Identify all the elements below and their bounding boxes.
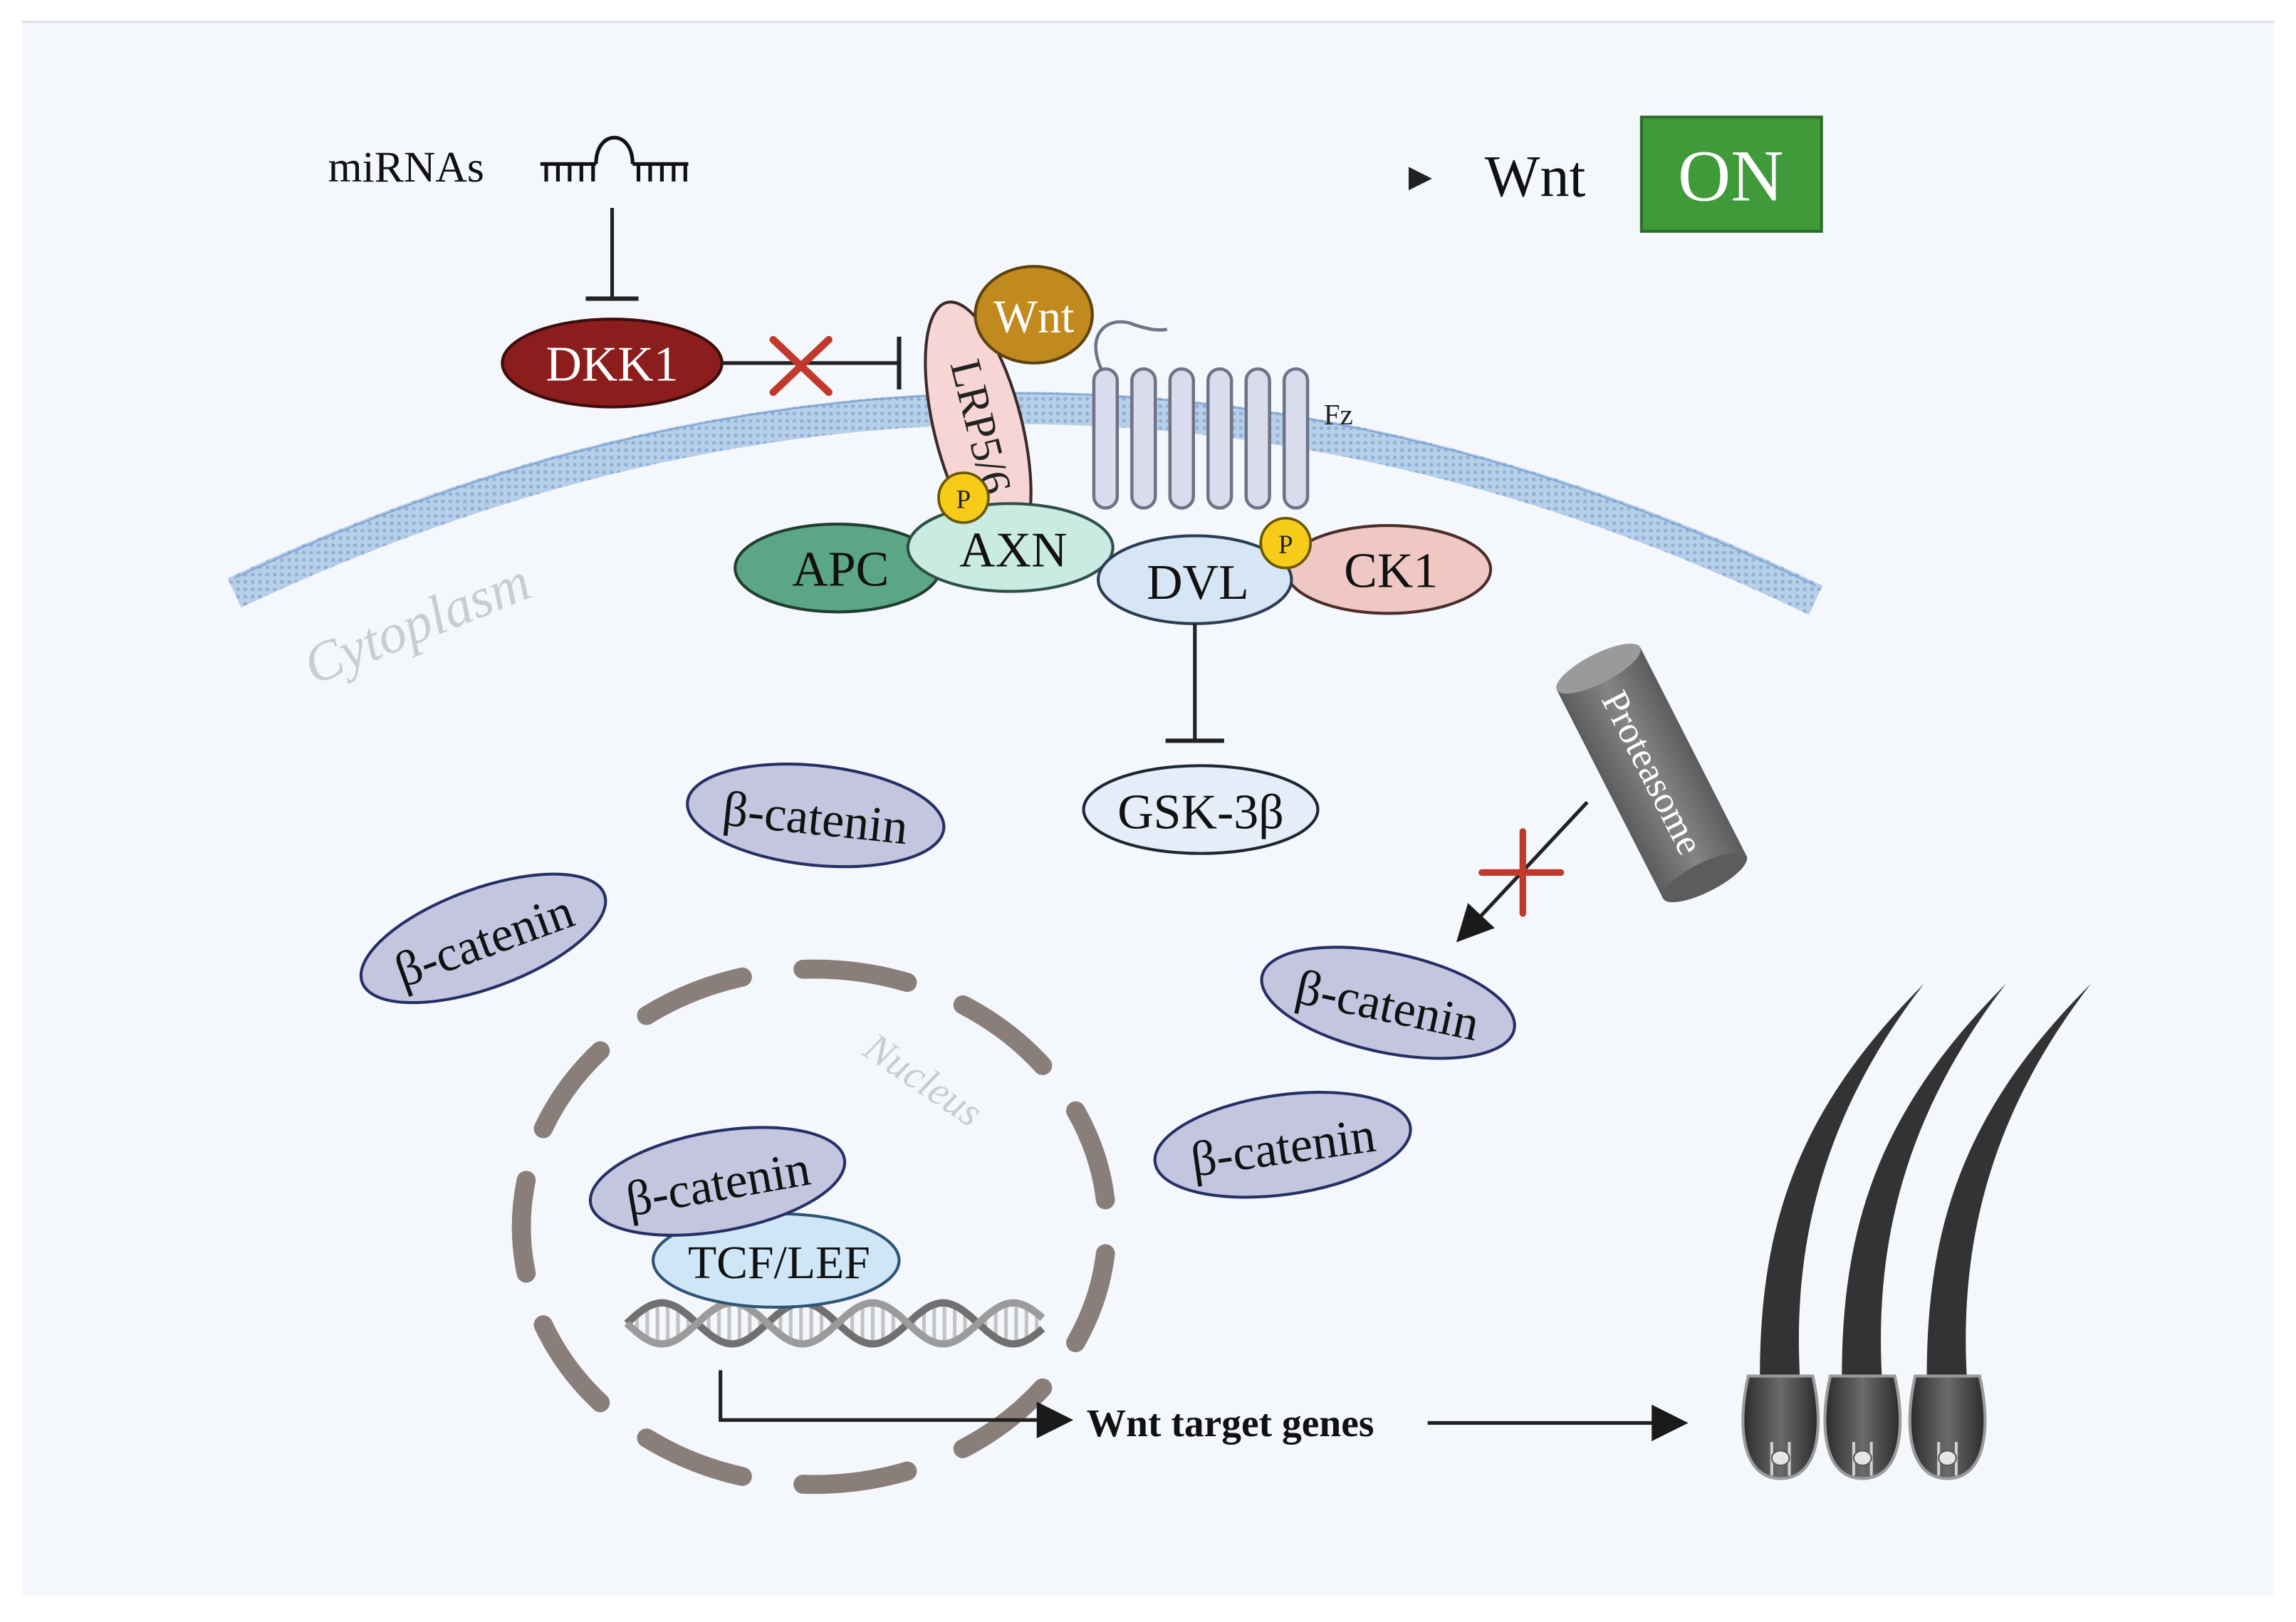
wnt-ligand-label: Wnt	[993, 291, 1074, 343]
blocked-cross-icon	[1478, 828, 1565, 917]
on-badge-label: ON	[1678, 136, 1783, 217]
gsk3b-label: GSK-3β	[1117, 785, 1284, 840]
axn-label: AXN	[959, 523, 1067, 578]
dkk1-label: DKK1	[546, 338, 678, 392]
mirnas-label: miRNAs	[328, 143, 484, 192]
hair-follicle	[1908, 983, 2092, 1480]
dvl-label: DVL	[1147, 555, 1249, 610]
target-genes-label: Wnt target genes	[1087, 1402, 1374, 1445]
beta-catenin-4: β-catenin	[1153, 1091, 1412, 1199]
on-badge	[1639, 115, 1823, 233]
dashed-arrow-head	[1408, 167, 1432, 191]
wnt-ligand	[974, 265, 1094, 365]
gsk3b-protein	[1082, 764, 1320, 855]
beta-catenin-5: β-catenin	[588, 1126, 847, 1237]
svg-text:P: P	[1278, 530, 1293, 560]
hair-follicle	[1823, 983, 2006, 1480]
hair-follicle	[1741, 983, 1924, 1480]
svg-text:P: P	[956, 485, 971, 514]
phospho-tag: P	[1259, 516, 1313, 570]
frizzled-receptor	[1092, 367, 1310, 510]
beta-catenin-3: β-catenin	[1260, 946, 1516, 1060]
hair-follicles	[1741, 983, 2092, 1480]
dna-helix	[624, 1299, 1045, 1348]
apc-label: APC	[792, 542, 889, 597]
beta-catenin-1: β-catenin	[686, 763, 946, 869]
tcf-lef-label: TCF/LEF	[688, 1237, 870, 1289]
axn-protein	[906, 502, 1115, 593]
blocked-cross-icon	[769, 335, 833, 397]
wnt-state-label: Wnt	[1485, 144, 1586, 209]
mirna-icon	[540, 135, 689, 182]
nucleus-envelope	[511, 959, 1115, 1495]
phospho-tag: P	[937, 471, 990, 524]
ck1-label: CK1	[1344, 543, 1438, 598]
cell-membrane	[227, 392, 1823, 615]
fz-label: Fz	[1324, 398, 1353, 431]
